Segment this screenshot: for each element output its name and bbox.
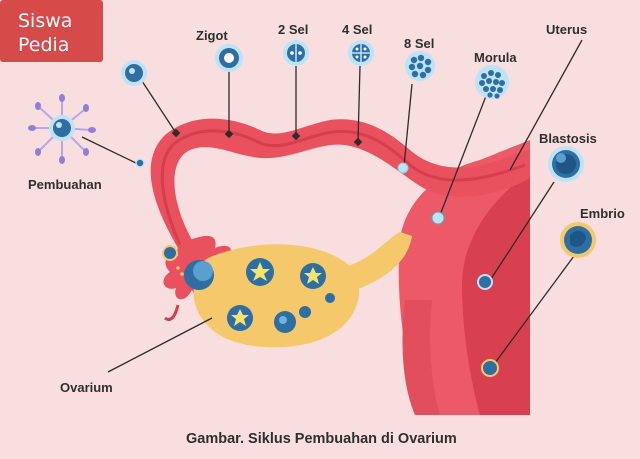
released-ovum — [162, 245, 178, 261]
labels: Zigot 2 Sel 4 Sel 8 Sel Morula Uterus Bl… — [28, 22, 625, 395]
ovary — [162, 244, 360, 348]
four-cell-icon — [348, 40, 374, 66]
leader-morula — [439, 95, 487, 216]
eight-cell-icon — [405, 51, 435, 81]
marker-ovum — [171, 128, 181, 138]
embryo-icon — [560, 222, 596, 258]
blastocyst-icon — [548, 146, 584, 182]
marker-blastosis — [477, 274, 493, 290]
marker-embrio — [481, 359, 499, 377]
logo-line-2: Pedia — [18, 34, 69, 56]
figure-caption: Gambar. Siklus Pembuahan di Ovarium — [186, 431, 457, 447]
label-2-sel: 2 Sel — [278, 22, 308, 37]
label-pembuahan: Pembuahan — [28, 177, 102, 192]
tube-outer — [150, 118, 531, 248]
label-8-sel: 8 Sel — [404, 36, 434, 51]
ovum-icon — [121, 60, 147, 86]
tube-cells — [135, 128, 499, 377]
siswapedia-logo: Siswa Pedia — [0, 0, 103, 62]
follicle-rupturing-inner — [193, 261, 213, 281]
label-morula: Morula — [474, 50, 517, 65]
leader-ovum — [139, 77, 177, 134]
ovum-dot — [176, 266, 180, 270]
marker-2sel — [291, 131, 301, 141]
fertilization-site — [135, 158, 145, 168]
marker-4sel — [353, 137, 363, 147]
leader-4sel — [357, 65, 361, 143]
marker-zigot — [224, 129, 234, 139]
label-blastosis: Blastosis — [539, 131, 597, 146]
marker-morula — [431, 211, 445, 225]
two-cell-icon — [283, 40, 309, 66]
label-zigot: Zigot — [196, 28, 228, 43]
leader-ovarium — [107, 317, 213, 373]
label-ovarium: Ovarium — [60, 380, 113, 395]
leader-blastosis — [488, 181, 555, 283]
star-icon — [250, 262, 270, 281]
fimbria-tip — [164, 304, 180, 321]
logo-badge — [0, 0, 103, 62]
follicle-small-3 — [325, 293, 335, 303]
stage-icons — [28, 40, 596, 258]
marker-8sel — [397, 162, 409, 174]
tube-inner-line — [160, 129, 526, 246]
label-uterus: Uterus — [546, 22, 587, 37]
label-embrio: Embrio — [580, 206, 625, 221]
star-icon — [231, 309, 249, 326]
uterus — [398, 140, 530, 415]
label-4-sel: 4 Sel — [342, 22, 372, 37]
leader-lines — [81, 39, 583, 373]
leader-sperm-ovum — [81, 136, 139, 165]
morula-icon — [475, 65, 509, 99]
star-icon — [304, 267, 322, 284]
logo-line-1: Siswa — [18, 10, 72, 32]
follicle-small-2 — [299, 306, 311, 318]
uterus-inner-cavity — [462, 172, 530, 415]
sperm-ovum-icon — [28, 94, 96, 164]
leader-embrio — [491, 255, 575, 368]
leader-uterus — [509, 39, 583, 171]
uterus-neck — [402, 300, 440, 415]
ovum-dot — [180, 272, 184, 276]
leader-8sel — [403, 83, 413, 167]
ovarian-ligament — [340, 232, 412, 292]
follicle-small-1-nucleus — [279, 316, 287, 324]
zygote-icon — [215, 44, 243, 72]
